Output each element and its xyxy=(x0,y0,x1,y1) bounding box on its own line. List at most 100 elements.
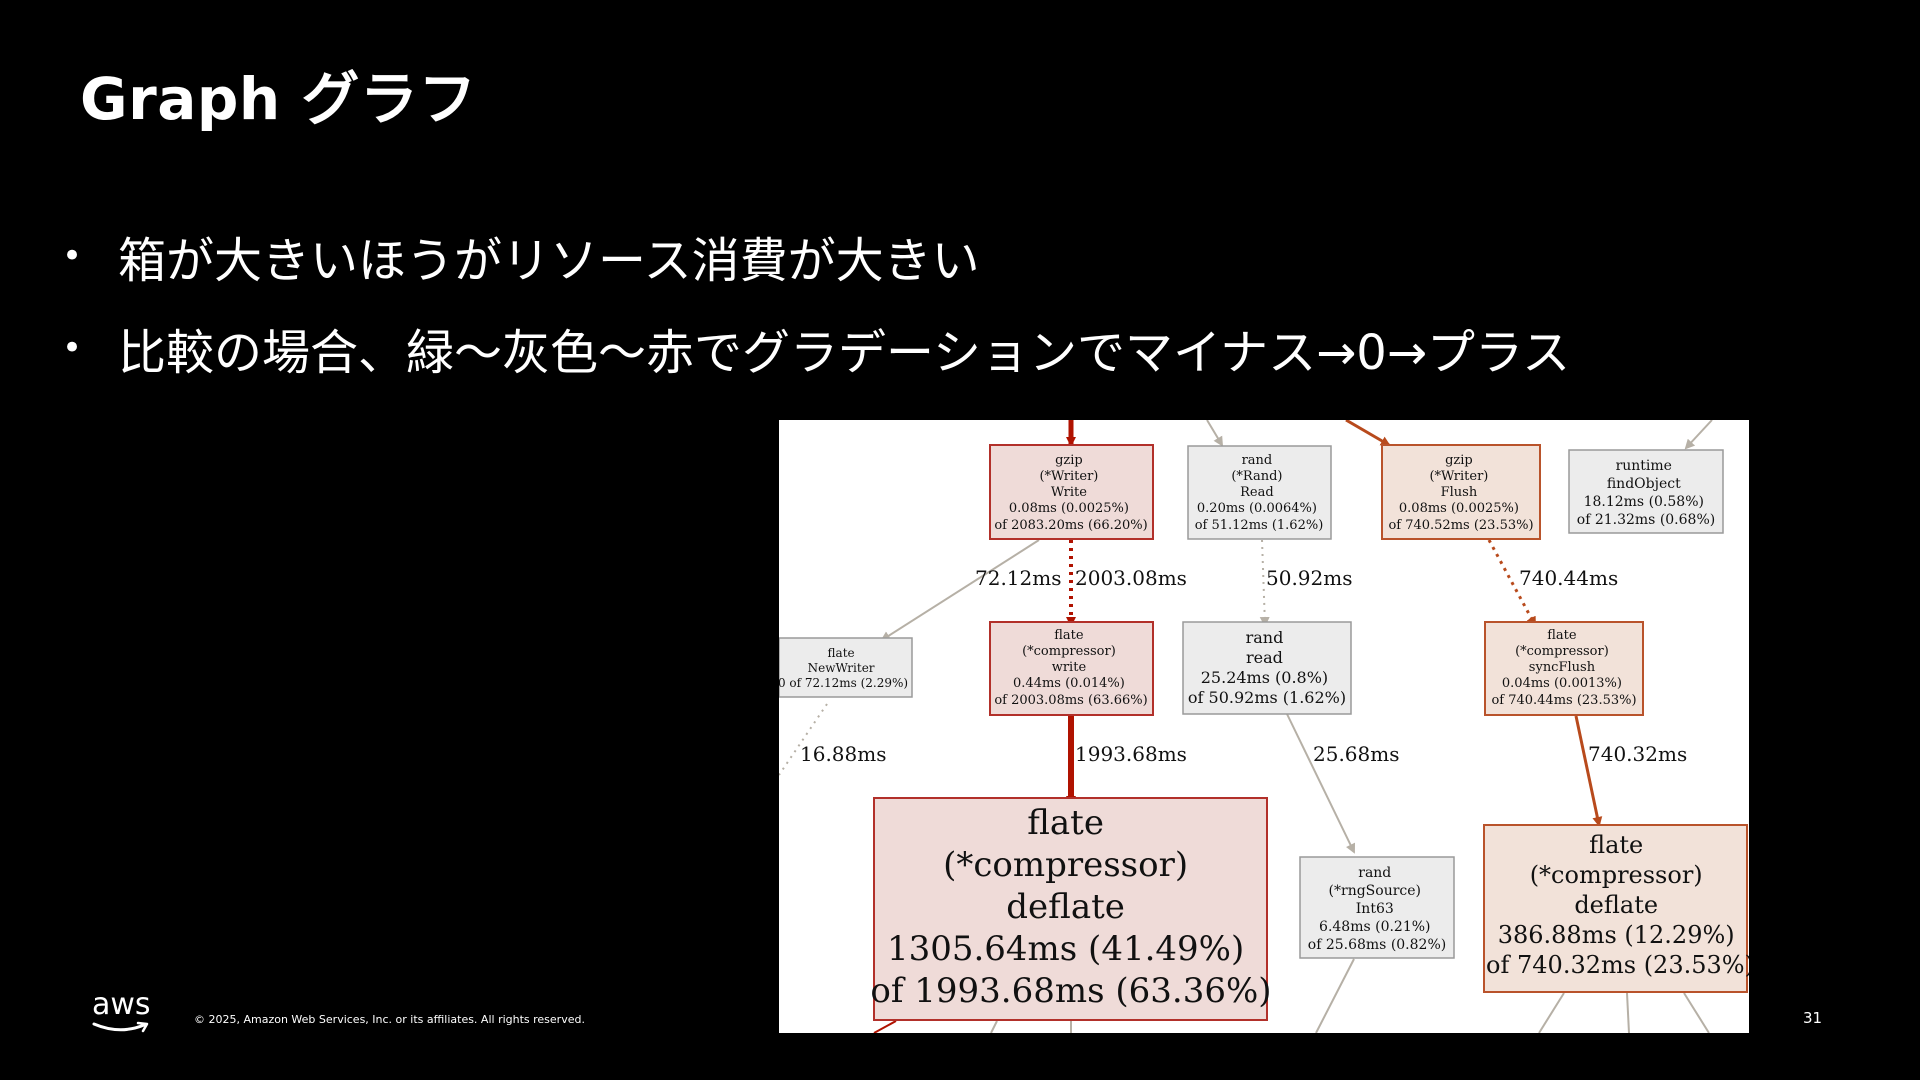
node-line: Int63 xyxy=(1356,901,1394,917)
node-gzip-writer-flush: gzip (*Writer) Flush 0.08ms (0.0025%) of… xyxy=(1381,444,1541,540)
edge-label: 72.12ms xyxy=(975,566,1061,590)
bullet-item: • 比較の場合、緑〜灰色〜赤でグラデーションでマイナス→0→プラス xyxy=(62,302,1570,394)
edge-deflate-out-a xyxy=(873,1020,897,1033)
edge-deflate-right-out-b xyxy=(1626,992,1630,1033)
graph-edges xyxy=(779,420,1713,1033)
node-gzip-writer-write: gzip (*Writer) Write 0.08ms (0.0025%) of… xyxy=(989,444,1154,540)
svg-text:gzip (*Writer): gzip (*Writer) Flush 0.08ms (0.0025%) of… xyxy=(1388,453,1533,533)
node-line: flate xyxy=(1027,803,1104,843)
svg-text:flate (*compressor): flate (*compressor) syncFlush 0.04ms (0.… xyxy=(1491,628,1636,708)
copyright-text: © 2025, Amazon Web Services, Inc. or its… xyxy=(194,1013,585,1026)
svg-text:flate (*compressor): flate (*compressor) deflate 386.88ms (12… xyxy=(1486,831,1749,979)
svg-text:gzip (*Writer): gzip (*Writer) Write 0.08ms (0.0025%) of… xyxy=(994,453,1147,533)
edge-label: 2003.08ms xyxy=(1075,566,1187,590)
node-rand-read: rand read 25.24ms (0.8%) of 50.92ms (1.6… xyxy=(1182,621,1352,715)
edge-label: 740.32ms xyxy=(1588,742,1687,766)
edge-label: 16.88ms xyxy=(800,742,886,766)
node-line: gzip xyxy=(1445,453,1473,468)
node-rand-rngsource-int63: rand (*rngSource) Int63 6.48ms (0.21%) o… xyxy=(1299,856,1455,959)
edge-rand-upper-to-rand-read xyxy=(1259,539,1270,627)
node-line: deflate xyxy=(1006,887,1125,927)
node-line: flate xyxy=(828,646,855,660)
node-line: (*compressor) xyxy=(1530,861,1703,889)
node-line: rand xyxy=(1246,628,1284,647)
svg-text:flate (*compressor): flate (*compressor) deflate 1305.64ms (4… xyxy=(870,803,1271,1011)
node-flate-newwriter: flate NewWriter 0 of 72.12ms (2.29%) xyxy=(779,637,913,698)
edge-label: 50.92ms xyxy=(1266,566,1352,590)
node-line: 0.20ms (0.0064%) xyxy=(1197,501,1317,516)
call-graph-diagram: 72.12ms 2003.08ms 50.92ms 740.44ms 16.88… xyxy=(779,420,1749,1033)
edge-into-runtime-findobject xyxy=(1684,420,1713,450)
edge-label: 1993.68ms xyxy=(1075,742,1187,766)
node-line: 18.12ms (0.58%) xyxy=(1584,494,1704,510)
node-line: Flush xyxy=(1441,485,1478,500)
edge-label: 740.44ms xyxy=(1519,566,1618,590)
node-line: 25.24ms (0.8%) xyxy=(1201,668,1328,687)
node-line: (*rngSource) xyxy=(1329,883,1421,899)
bullet-item: • 箱が大きいほうがリソース消費が大きい xyxy=(62,210,1570,302)
svg-text:rand (*Rand) R: rand (*Rand) Read 0.20ms (0.0064%) of 51… xyxy=(1195,453,1324,533)
node-line: flate xyxy=(1547,628,1577,643)
node-line: of 2003.08ms (63.66%) xyxy=(994,693,1147,708)
bullet-text: 比較の場合、緑〜灰色〜赤でグラデーションでマイナス→0→プラス xyxy=(118,325,1571,381)
node-line: 6.48ms (0.21%) xyxy=(1319,919,1430,935)
bullet-text: 箱が大きいほうがリソース消費が大きい xyxy=(118,233,980,289)
graph-edge-labels: 72.12ms 2003.08ms 50.92ms 740.44ms 16.88… xyxy=(800,566,1687,766)
node-line: write xyxy=(1052,660,1087,675)
edge-deflate-out-b xyxy=(990,1020,998,1033)
edge-into-rand-read-upper xyxy=(1206,420,1224,447)
slide-title: Graph グラフ xyxy=(80,65,477,133)
svg-text:flate NewWriter: flate NewWriter 0 of 72.12ms (2.29%) xyxy=(779,646,908,690)
svg-text:runtime findObject: runtime findObject 18.12ms (0.58%) of 21… xyxy=(1577,458,1715,528)
node-rand-rand-read: rand (*Rand) Read 0.20ms (0.0064%) of 51… xyxy=(1187,445,1332,540)
node-line: 0.08ms (0.0025%) xyxy=(1009,501,1129,516)
aws-smile-icon xyxy=(92,1021,149,1033)
edge-newwriter-down xyxy=(779,703,828,776)
node-line: (*Writer) xyxy=(1429,469,1488,484)
node-line: of 25.68ms (0.82%) xyxy=(1308,937,1446,953)
aws-logo: aws xyxy=(92,990,151,1039)
node-flate-compressor-write: flate (*compressor) write 0.44ms (0.014%… xyxy=(989,621,1154,716)
node-line: 1305.64ms (41.49%) xyxy=(887,929,1244,969)
node-line: 0.44ms (0.014%) xyxy=(1013,676,1125,691)
edge-deflate-right-out-c xyxy=(1683,992,1710,1033)
edge-rand-read-to-int63 xyxy=(1286,713,1356,854)
node-line: of 2083.20ms (66.20%) xyxy=(994,518,1147,533)
node-line: findObject xyxy=(1607,476,1681,492)
node-line: of 21.32ms (0.68%) xyxy=(1577,512,1715,528)
svg-text:flate (*compressor): flate (*compressor) write 0.44ms (0.014%… xyxy=(994,628,1147,708)
bullet-list: • 箱が大きいほうがリソース消費が大きい • 比較の場合、緑〜灰色〜赤でグラデー… xyxy=(62,210,1570,394)
node-line: of 51.12ms (1.62%) xyxy=(1195,518,1324,533)
edge-into-gzip-flush xyxy=(1345,420,1391,447)
aws-logo-text: aws xyxy=(92,987,151,1022)
node-line: (*Writer) xyxy=(1039,469,1098,484)
svg-text:rand (*rngSource): rand (*rngSource) Int63 6.48ms (0.21%) o… xyxy=(1308,865,1446,953)
node-line: of 740.44ms (23.53%) xyxy=(1491,693,1636,708)
edge-int63-out xyxy=(1315,958,1355,1033)
node-line: flate xyxy=(1589,831,1643,859)
node-line: (*compressor) xyxy=(1515,644,1609,659)
node-line: deflate xyxy=(1574,891,1658,919)
node-line: of 740.32ms (23.53%) xyxy=(1486,951,1749,979)
node-flate-deflate-large: flate (*compressor) deflate 1305.64ms (4… xyxy=(870,797,1272,1021)
node-line: runtime xyxy=(1616,458,1672,474)
edge-syncflush-to-deflate xyxy=(1574,715,1603,827)
svg-text:rand read 25.2: rand read 25.24ms (0.8%) of 50.92ms (1.6… xyxy=(1188,628,1346,707)
node-flate-syncflush: flate (*compressor) syncFlush 0.04ms (0.… xyxy=(1484,621,1644,716)
node-line: syncFlush xyxy=(1529,660,1596,675)
node-line: gzip xyxy=(1055,453,1083,468)
node-line: 0.04ms (0.0013%) xyxy=(1502,676,1622,691)
node-line: (*Rand) xyxy=(1231,469,1282,484)
node-line: 0.08ms (0.0025%) xyxy=(1399,501,1519,516)
node-line: of 740.52ms (23.53%) xyxy=(1388,518,1533,533)
node-line: (*compressor) xyxy=(1022,644,1116,659)
node-flate-deflate-right: flate (*compressor) deflate 386.88ms (12… xyxy=(1483,824,1749,993)
node-runtime-findobject: runtime findObject 18.12ms (0.58%) of 21… xyxy=(1568,449,1724,534)
node-line: 0 of 72.12ms (2.29%) xyxy=(779,676,908,690)
node-line: NewWriter xyxy=(808,661,875,675)
node-line: rand xyxy=(1358,865,1391,881)
node-line: of 50.92ms (1.62%) xyxy=(1188,688,1346,707)
bullet-dot-icon: • xyxy=(62,328,83,368)
edge-flush-to-syncflush xyxy=(1487,539,1537,627)
node-line: rand xyxy=(1242,453,1273,468)
